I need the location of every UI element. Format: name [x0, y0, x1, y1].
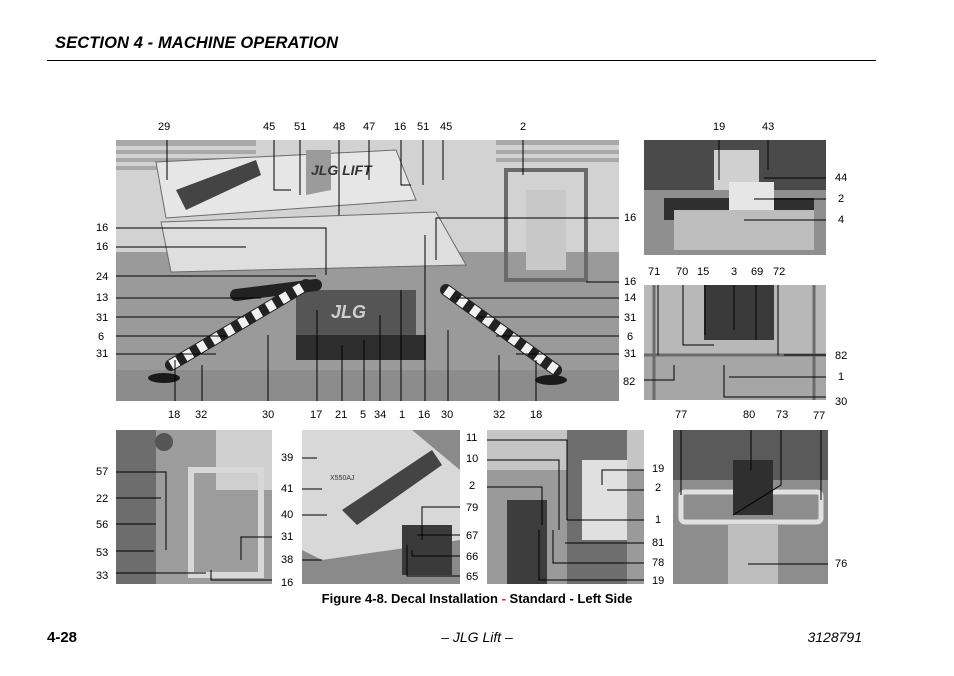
callout-label: 2	[520, 121, 527, 133]
callout-label: 30	[835, 396, 848, 408]
figure-caption: Figure 4-8. Decal Installation - Standar…	[0, 591, 954, 606]
header-divider	[47, 60, 876, 61]
callout-label: 30	[262, 409, 275, 421]
callout-label: 6	[98, 331, 105, 343]
callout-label: 57	[96, 466, 109, 478]
callout-label: 3	[731, 266, 738, 278]
callout-label: 45	[440, 121, 453, 133]
callout-label: 13	[96, 292, 109, 304]
callout-label: 18	[530, 409, 543, 421]
footer-brand: – JLG Lift –	[441, 629, 513, 645]
callout-label: 82	[623, 376, 636, 388]
callout-label: 41	[281, 483, 294, 495]
callout-label: 15	[697, 266, 710, 278]
callout-label: 69	[751, 266, 764, 278]
callout-label: 53	[96, 547, 109, 559]
callout-label: 2	[469, 480, 476, 492]
callout-label: 66	[466, 551, 479, 563]
page-number: 4-28	[47, 629, 78, 646]
callout-label: 14	[624, 292, 637, 304]
section-title: SECTION 4 - MACHINE OPERATION	[55, 34, 339, 52]
callout-label: 48	[333, 121, 346, 133]
callout-label: 76	[835, 558, 848, 570]
decal-jlg-lift: JLG LIFT	[311, 162, 373, 178]
callout-label: 16	[96, 222, 109, 234]
callout-label: 1	[399, 409, 406, 421]
callout-label: 2	[655, 482, 662, 494]
callout-label: 70	[676, 266, 689, 278]
callout-label: 4	[838, 214, 845, 226]
callout-label: 11	[466, 432, 478, 444]
callout-label: 78	[652, 557, 665, 569]
callout-label: 10	[466, 453, 479, 465]
callout-label: 1	[655, 514, 662, 526]
callout-label: 44	[835, 172, 848, 184]
callout-label: 16	[624, 212, 637, 224]
callout-label: 1	[838, 371, 845, 383]
callout-label: 21	[335, 409, 348, 421]
callout-label: 16	[394, 121, 407, 133]
callout-label: 79	[466, 502, 479, 514]
svg-text:JLG: JLG	[331, 302, 366, 322]
callout-label: 56	[96, 519, 109, 531]
callout-label: 51	[417, 121, 430, 133]
callout-label: 16	[418, 409, 431, 421]
caption-prefix: Figure 4-8. Decal Installation	[321, 591, 502, 606]
callout-label: 19	[652, 463, 665, 475]
photo-mid-right-platform	[644, 285, 826, 400]
callout-label: 31	[624, 312, 637, 324]
photo-bottom-jib	[487, 430, 644, 584]
photo-bottom-basket-side	[116, 430, 272, 584]
photo-top-right-chassis	[644, 140, 826, 255]
callout-label: 16	[96, 241, 109, 253]
callout-label: 24	[96, 271, 109, 283]
callout-label: 38	[281, 554, 294, 566]
callout-label: 47	[363, 121, 376, 133]
callout-label: 82	[835, 350, 848, 362]
callout-label: 67	[466, 530, 479, 542]
callout-label: 31	[624, 348, 637, 360]
callout-label: 43	[762, 121, 775, 133]
callout-label: 73	[776, 409, 789, 421]
callout-label: 31	[96, 348, 109, 360]
photo-bottom-turntable: X550AJ	[302, 430, 460, 584]
caption-dash: -	[501, 591, 506, 606]
callout-label: 77	[813, 410, 826, 422]
callout-label: 32	[195, 409, 208, 421]
callout-label: 71	[648, 266, 661, 278]
callout-label: 5	[360, 409, 367, 421]
callout-label: 18	[168, 409, 181, 421]
callout-label: 6	[627, 331, 634, 343]
callout-label: 16	[624, 276, 637, 288]
callout-label: 40	[281, 509, 294, 521]
callout-label: 34	[374, 409, 387, 421]
callout-label: 31	[281, 531, 294, 543]
callout-label: 65	[466, 571, 479, 583]
callout-label: 80	[743, 409, 756, 421]
callout-label: 33	[96, 570, 109, 582]
callout-label: 32	[493, 409, 506, 421]
model-text: X550AJ	[330, 475, 355, 482]
callout-label: 72	[773, 266, 786, 278]
callout-label: 19	[713, 121, 726, 133]
callout-label: 19	[652, 575, 665, 587]
callout-label: 31	[96, 312, 109, 324]
document-number: 3128791	[807, 629, 862, 645]
callout-label: 39	[281, 452, 294, 464]
callout-label: 2	[838, 193, 845, 205]
photo-bottom-basket-top	[673, 430, 828, 584]
callout-label: 16	[281, 577, 294, 589]
callout-label: 29	[158, 121, 171, 133]
photo-main-left-side: JLG LIFT JLG	[116, 140, 619, 401]
callout-label: 17	[310, 409, 323, 421]
callout-label: 77	[675, 409, 688, 421]
callout-label: 45	[263, 121, 276, 133]
callout-label: 22	[96, 493, 109, 505]
caption-suffix: Standard - Left Side	[505, 591, 633, 606]
callout-label: 51	[294, 121, 307, 133]
callout-label: 81	[652, 537, 665, 549]
callout-label: 30	[441, 409, 454, 421]
